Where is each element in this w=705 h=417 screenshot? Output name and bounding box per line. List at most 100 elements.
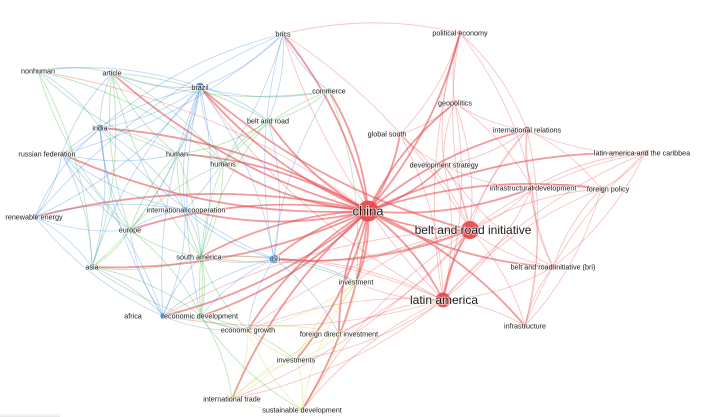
node-fdi[interactable] (336, 331, 342, 337)
edge-article-human (111, 72, 178, 155)
label-south-america[interactable]: south america (176, 252, 223, 263)
label-intl-rel[interactable]: international relations (492, 125, 562, 136)
node-africa[interactable] (160, 313, 166, 319)
label-humans[interactable]: humans (209, 159, 237, 170)
node-investment[interactable] (353, 279, 359, 285)
node-europe[interactable] (127, 227, 133, 233)
label-bri[interactable]: bri (271, 254, 281, 265)
node-intl-rel[interactable] (523, 126, 531, 134)
label-renewable[interactable]: renewable energy (5, 212, 64, 223)
edge-intl_rel-bri_paren (526, 129, 554, 268)
label-nonhuman[interactable]: nonhuman (20, 66, 56, 77)
node-latam[interactable] (435, 292, 451, 308)
edge-latam-pol_econ (433, 32, 461, 301)
node-pol-econ[interactable] (457, 30, 463, 36)
edge-fdi-intl_trade (231, 333, 340, 400)
label-brazil[interactable]: brazil (191, 82, 210, 93)
node-infrastructure[interactable] (522, 323, 528, 329)
node-econ-growth[interactable] (245, 327, 251, 333)
node-infra-dev[interactable] (529, 185, 535, 191)
edge-renewable-europe (34, 216, 131, 232)
label-human[interactable]: human (165, 149, 189, 160)
node-india[interactable] (96, 124, 104, 132)
label-infra-dev[interactable]: infrastructural development (489, 183, 577, 194)
label-latam[interactable]: latin america (409, 292, 479, 308)
label-infrastructure[interactable]: infrastructure (503, 321, 547, 332)
label-asia[interactable]: asia (85, 262, 100, 273)
edge-brazil-asia (91, 86, 201, 268)
node-intl-coop[interactable] (182, 207, 188, 213)
node-intl-trade[interactable] (229, 396, 235, 402)
node-asia[interactable] (89, 264, 95, 270)
label-econ-growth[interactable]: economic growth (220, 325, 276, 336)
edge-bri_init-infrastructure (469, 229, 526, 327)
node-human[interactable] (174, 151, 180, 157)
label-investment[interactable]: investment (338, 277, 374, 288)
edge-india-nonhuman (37, 70, 101, 129)
edge-lac-bri_paren (552, 152, 646, 268)
node-humans[interactable] (220, 161, 226, 167)
node-econ-dev[interactable] (198, 313, 204, 319)
label-investments[interactable]: investments (276, 355, 316, 366)
label-econ-dev[interactable]: economic development (163, 311, 239, 322)
edge-infra_dev-bri_paren (531, 187, 554, 268)
edge-china-brazil (199, 86, 369, 212)
label-europe[interactable]: europe (118, 225, 142, 236)
label-foreign-policy[interactable]: foreign policy (586, 184, 630, 195)
node-bri-init[interactable] (461, 221, 479, 239)
label-geopolitics[interactable]: geopolitics (437, 98, 473, 109)
label-brics[interactable]: brics (275, 29, 292, 40)
label-fdi[interactable]: foreign direct investment (299, 329, 379, 340)
label-bri-init[interactable]: belt and road initiative (414, 222, 533, 238)
node-brazil[interactable] (195, 82, 205, 92)
edge-pol_econ-geopolitics (452, 32, 461, 104)
node-china[interactable] (357, 200, 379, 222)
node-brics[interactable] (280, 31, 286, 37)
node-commerce[interactable] (326, 88, 332, 94)
label-global-south[interactable]: global south (367, 129, 407, 140)
label-intl-trade[interactable]: international trade (202, 394, 261, 405)
label-intl-coop[interactable]: international cooperation (146, 205, 226, 216)
label-china[interactable]: china (352, 203, 385, 220)
node-belt-road[interactable] (265, 118, 271, 124)
label-commerce[interactable]: commerce (311, 86, 346, 97)
edge-india-europe (99, 127, 131, 231)
node-foreign-policy[interactable] (598, 186, 604, 192)
label-bri-paren[interactable]: belt and road initiative (bri) (510, 262, 596, 273)
edge-bri-africa (162, 258, 275, 317)
edge-intl_rel-dev_strategy (443, 129, 528, 166)
node-investments[interactable] (293, 357, 299, 363)
edge-article-asia (91, 72, 117, 268)
node-bri-paren[interactable] (550, 264, 556, 270)
edge-dev_strategy-infra_dev (443, 164, 533, 189)
edge-geopolitics-global_south (399, 102, 456, 135)
edge-bri-investment (273, 258, 357, 283)
node-geopolitics[interactable] (452, 100, 458, 106)
edge-india-asia (91, 127, 106, 268)
node-article[interactable] (109, 70, 115, 76)
node-sust-dev[interactable] (299, 407, 305, 413)
label-russia[interactable]: russian federation (18, 149, 77, 160)
label-sust-dev[interactable]: sustainable development (261, 405, 342, 416)
node-lac[interactable] (642, 150, 648, 156)
node-global-south[interactable] (397, 131, 403, 137)
label-lac[interactable]: latin america and the caribbea (593, 148, 691, 159)
edge-econ_dev-investments (200, 315, 297, 361)
label-belt-road[interactable]: belt and road (246, 116, 290, 127)
node-russia[interactable] (59, 151, 65, 157)
node-nonhuman[interactable] (36, 69, 40, 73)
label-article[interactable]: article (102, 68, 123, 79)
edge-latam-investment (355, 281, 444, 301)
node-south-america[interactable] (198, 254, 204, 260)
label-pol-econ[interactable]: political economy (432, 28, 489, 39)
edge-latam-econ_growth (247, 298, 444, 331)
node-renewable[interactable] (32, 214, 38, 220)
node-bri[interactable] (269, 254, 279, 264)
edge-bri_init-intl_rel (469, 129, 528, 231)
label-africa[interactable]: africa (123, 311, 142, 322)
node-dev-strategy[interactable] (441, 162, 447, 168)
edge-brazil-human (176, 86, 201, 155)
label-dev-strategy[interactable]: development strategy (409, 160, 480, 171)
label-india[interactable]: india (92, 123, 109, 134)
